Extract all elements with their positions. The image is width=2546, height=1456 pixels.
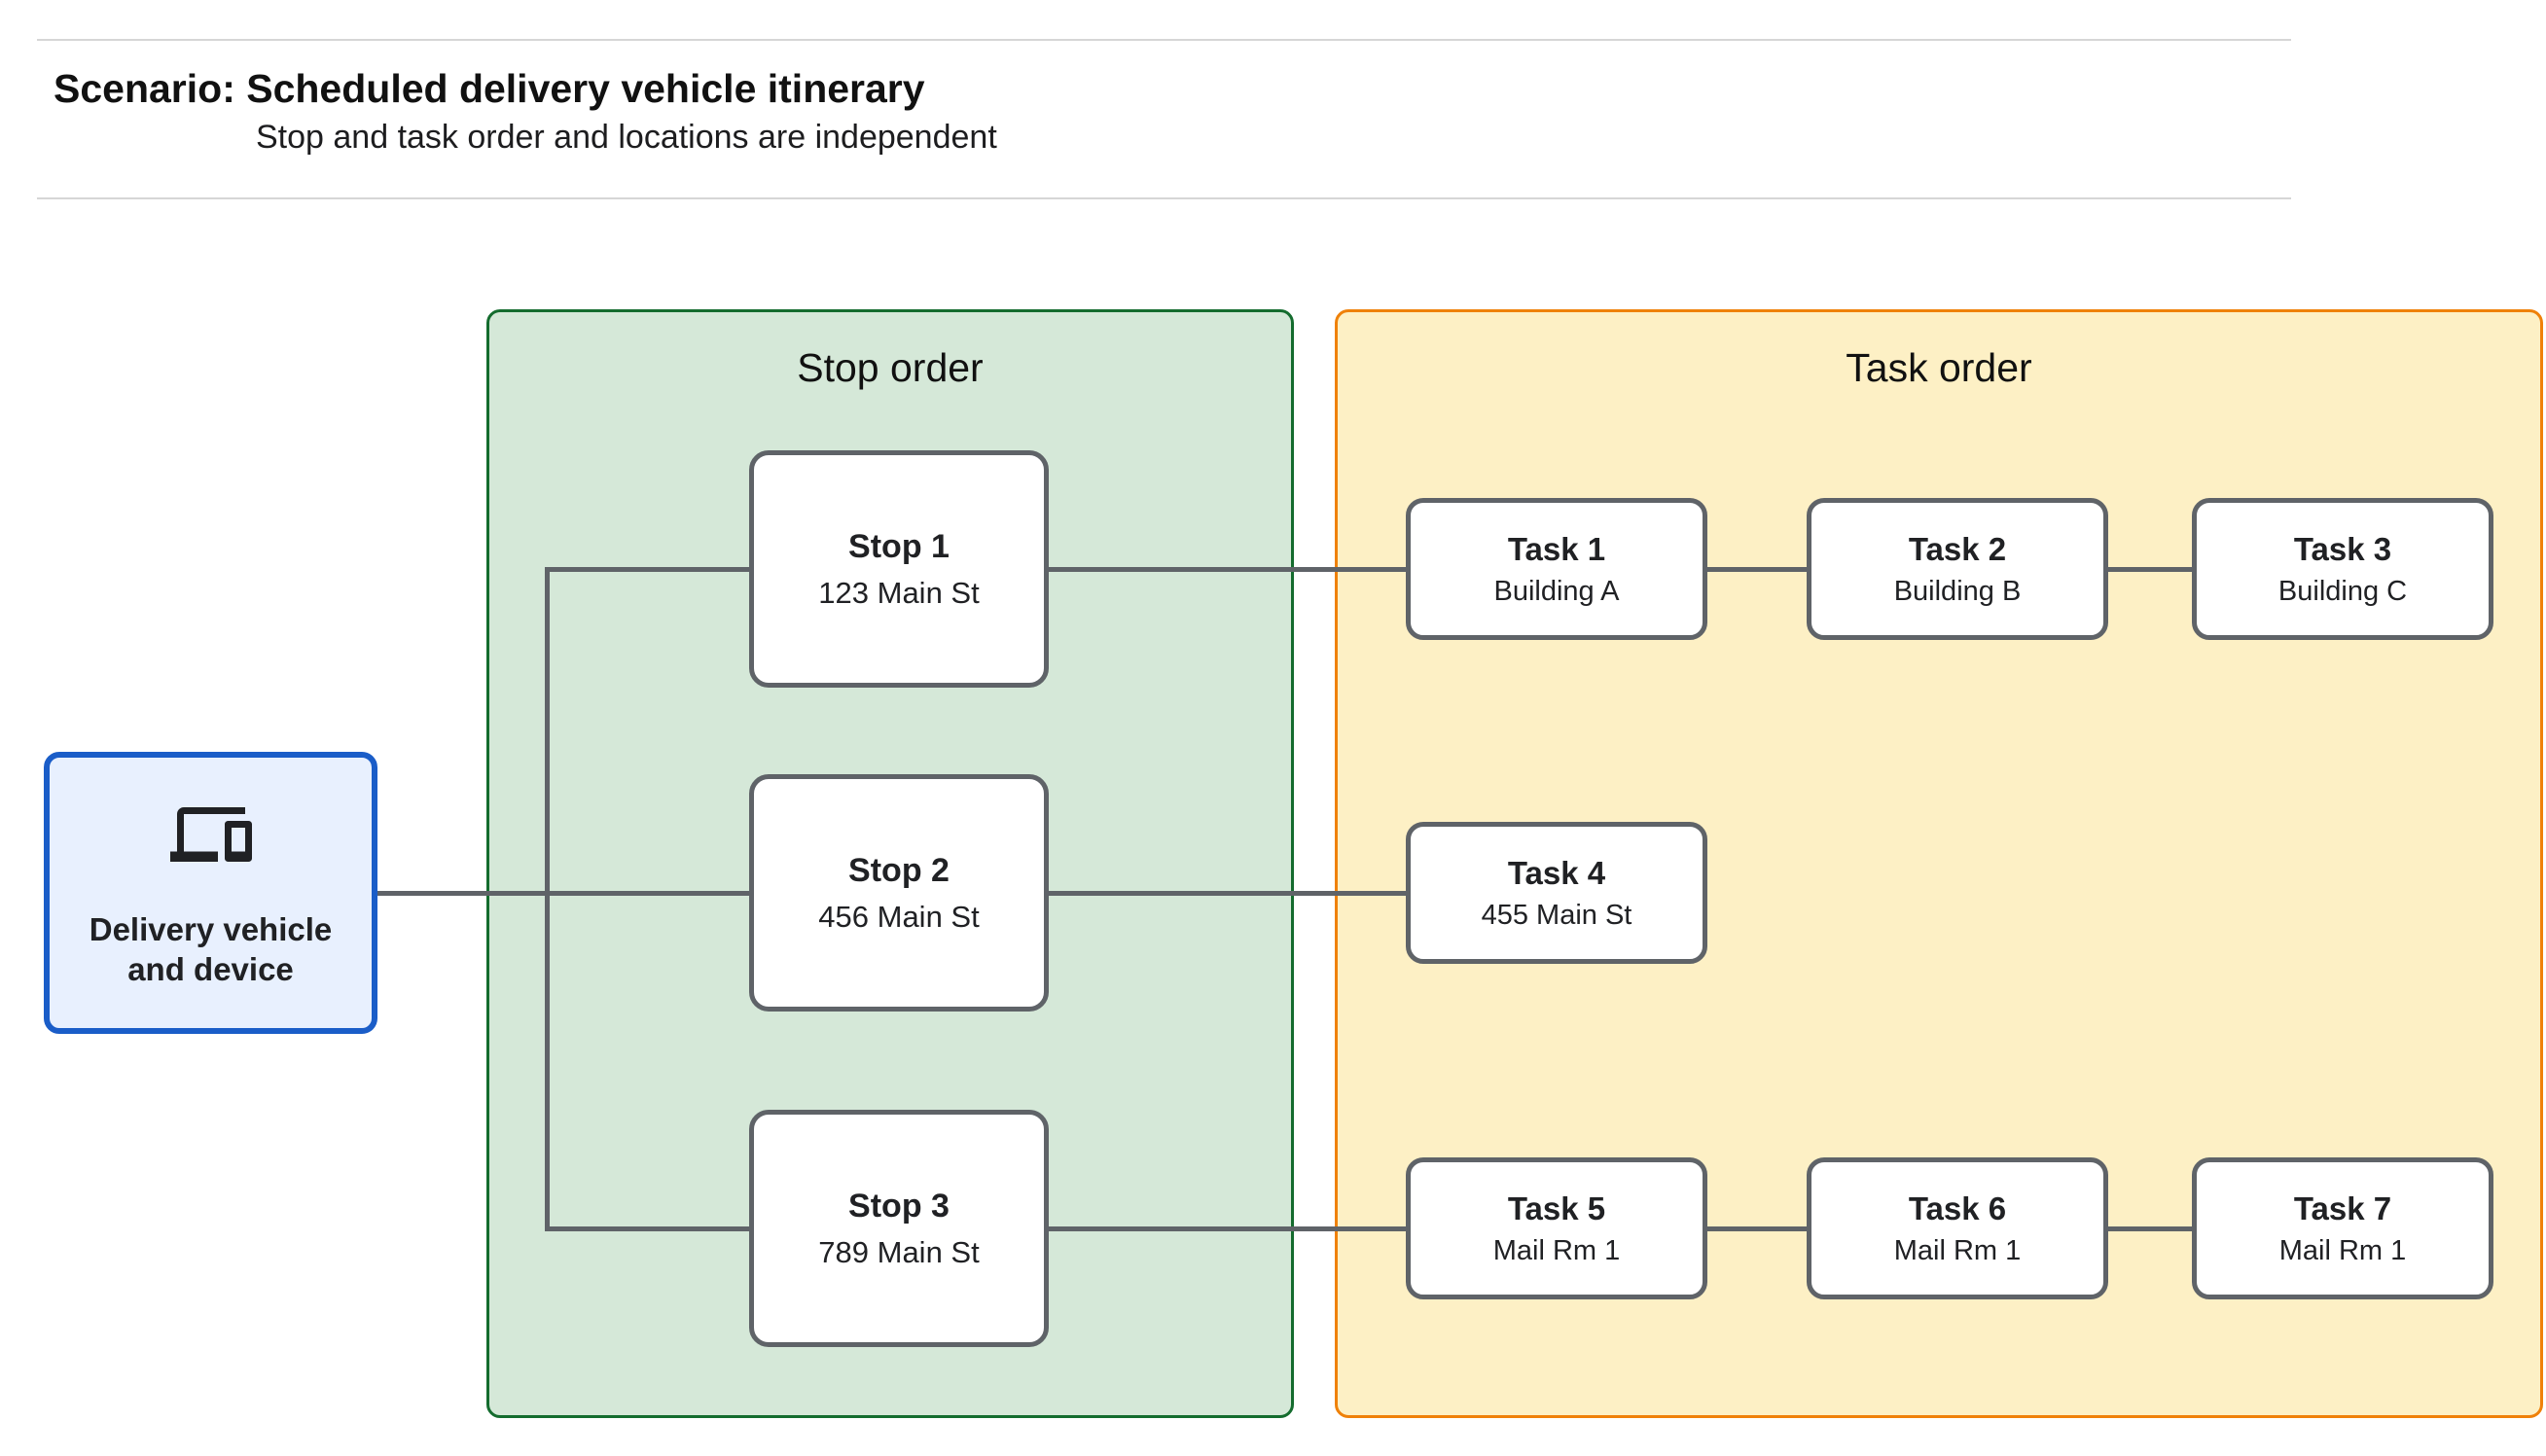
task-7-node: Task 7 Mail Rm 1 [2192,1157,2493,1299]
task-5-title: Task 5 [1507,1190,1606,1226]
task-6-node: Task 6 Mail Rm 1 [1807,1157,2108,1299]
task-1-location: Building A [1493,575,1620,607]
connector-stop3-to-task5 [1049,1226,1406,1231]
stop-2-node: Stop 2 456 Main St [749,774,1049,1012]
task-5-node: Task 5 Mail Rm 1 [1406,1157,1707,1299]
top-divider [37,39,2291,41]
task-4-location: 455 Main St [1481,899,1632,931]
stop-3-title: Stop 3 [848,1187,950,1225]
task-4-title: Task 4 [1507,854,1606,891]
stop-order-panel-title: Stop order [797,345,984,390]
task-7-title: Task 7 [2293,1190,2392,1226]
connector-task1-to-task2 [1707,567,1807,572]
task-1-title: Task 1 [1507,530,1606,567]
stop-1-node: Stop 1 123 Main St [749,450,1049,688]
task-3-title: Task 3 [2293,530,2392,567]
task-4-node: Task 4 455 Main St [1406,822,1707,964]
header-divider [37,197,2291,199]
connector-task6-to-task7 [2108,1226,2192,1231]
connector-task5-to-task6 [1707,1226,1807,1231]
task-2-node: Task 2 Building B [1807,498,2108,640]
task-6-title: Task 6 [1908,1190,2007,1226]
connector-trunk-vertical [545,567,550,1231]
task-2-location: Building B [1893,575,2022,607]
task-order-panel-title: Task order [1846,345,2032,390]
devices-icon [169,807,252,862]
task-3-location: Building C [2277,575,2408,607]
connector-trunk-to-stop1 [545,567,749,572]
task-1-node: Task 1 Building A [1406,498,1707,640]
page-subtitle: Stop and task order and locations are in… [256,119,997,156]
stop-1-address: 123 Main St [818,575,980,610]
delivery-vehicle-node: Delivery vehicle and device [44,752,377,1034]
task-3-node: Task 3 Building C [2192,498,2493,640]
connector-stop1-to-task1 [1049,567,1406,572]
stop-2-address: 456 Main St [818,899,980,934]
task-6-location: Mail Rm 1 [1893,1234,2022,1266]
delivery-vehicle-label: Delivery vehicle and device [89,911,333,988]
page-title: Scenario: Scheduled delivery vehicle iti… [54,66,925,111]
stop-3-node: Stop 3 789 Main St [749,1110,1049,1347]
task-2-title: Task 2 [1908,530,2007,567]
task-5-location: Mail Rm 1 [1492,1234,1621,1266]
connector-stop2-to-task4 [1049,891,1406,896]
stop-1-title: Stop 1 [848,527,950,565]
connector-trunk-to-stop3 [545,1226,749,1231]
task-7-location: Mail Rm 1 [2278,1234,2407,1266]
connector-delivery-to-stop2 [375,891,749,896]
connector-task2-to-task3 [2108,567,2192,572]
stop-3-address: 789 Main St [818,1234,980,1269]
stop-2-title: Stop 2 [848,851,950,889]
